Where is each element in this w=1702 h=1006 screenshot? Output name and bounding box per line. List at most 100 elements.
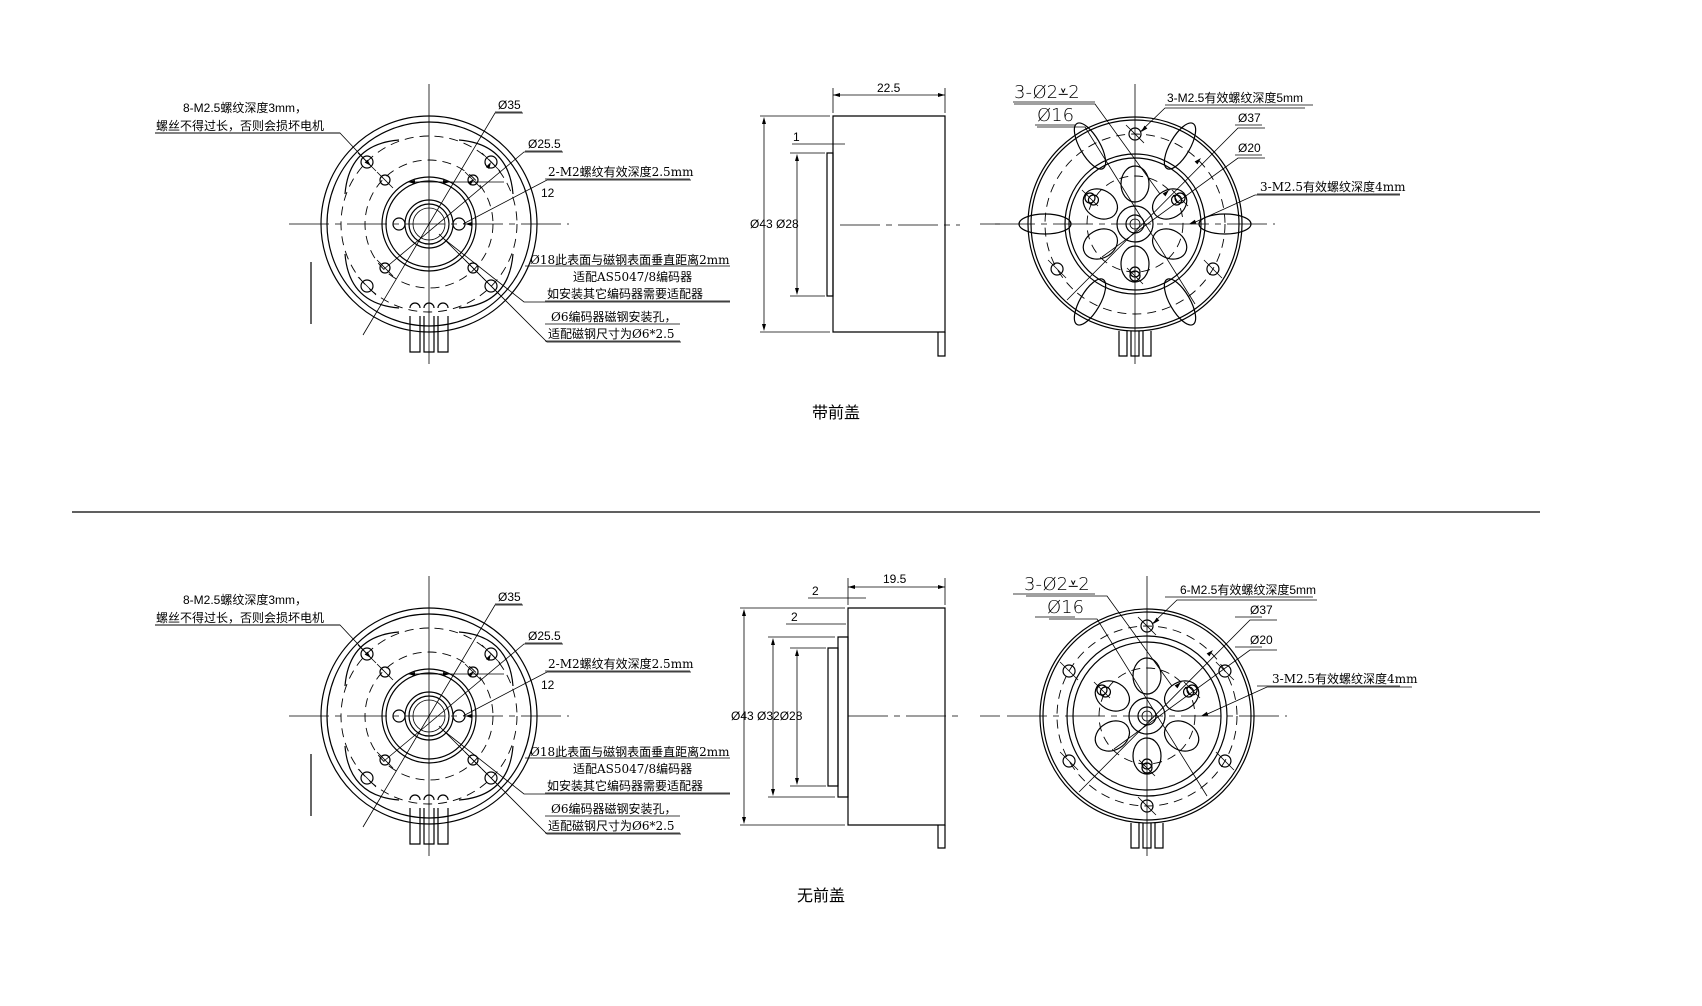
- housing-inner: [326, 121, 532, 327]
- m2-5-hole: [379, 666, 391, 678]
- leader-line: [383, 643, 563, 762]
- lead-wire: [937, 332, 946, 357]
- web-slot: [344, 745, 400, 801]
- m2-5-hole: [484, 279, 498, 293]
- lead-wire-end: [423, 794, 435, 801]
- leader-line: [1014, 103, 1161, 195]
- housing-outer: [1027, 116, 1243, 332]
- line: [1215, 751, 1235, 771]
- bolt-circle-25-5: [364, 651, 494, 781]
- geometry-layer: [155, 84, 1412, 856]
- web-slot: [458, 631, 514, 687]
- magnet-note-2: 适配磁钢尺寸为Ø6*2.5: [548, 818, 675, 833]
- web-slot: [344, 631, 400, 687]
- m2-5-hole: [360, 279, 374, 293]
- magnet-note-1: Ø6编码器磁钢安装孔，: [551, 309, 676, 324]
- lead-wire: [423, 808, 435, 845]
- m2-5-outer-hole: [1140, 619, 1154, 633]
- rotor-ring-inner: [1072, 641, 1222, 791]
- lead-wire: [1130, 823, 1140, 849]
- bolt-circle-35: [340, 627, 518, 805]
- magnet-hole: [412, 699, 446, 733]
- motor-body: [832, 115, 946, 333]
- pin-hole-2: [1170, 194, 1183, 206]
- inner-thread-note: 3-M2.5有效螺纹深度4mm: [1260, 179, 1406, 194]
- rotor-step: [837, 636, 849, 798]
- leader-line: [362, 604, 523, 828]
- dim-diameters: Ø43 Ø28: [750, 217, 799, 231]
- web-slot: [1163, 278, 1197, 326]
- m2-5-outer-hole: [1128, 127, 1142, 141]
- shaft-center: [1141, 710, 1153, 722]
- arrowhead: [465, 714, 472, 718]
- housing-outer: [320, 607, 538, 825]
- lead-wire: [423, 316, 435, 353]
- outer-thread-note: 3-M2.5有效螺纹深度5mm: [1167, 90, 1303, 105]
- m2-5-outer-hole: [1206, 262, 1220, 276]
- encoder-note-2: 适配AS5047/8编码器: [573, 761, 692, 776]
- line: [357, 276, 377, 296]
- m2-5-outer-hole: [1218, 754, 1232, 768]
- housing-outer: [320, 115, 538, 333]
- caption-with-cover: 带前盖: [812, 403, 860, 422]
- leader-line: [1190, 194, 1400, 225]
- motor-body: [847, 607, 946, 826]
- lead-wire: [1142, 823, 1152, 849]
- arrowhead: [1194, 158, 1201, 165]
- leader-line: [438, 233, 681, 343]
- arrowhead: [465, 222, 472, 226]
- leader-line: [1049, 618, 1208, 797]
- arrowhead: [742, 609, 746, 616]
- m2-hole: [392, 217, 406, 231]
- housing-outer: [1039, 608, 1255, 824]
- lead-wire: [1154, 823, 1164, 849]
- rotor-ring: [1066, 635, 1228, 797]
- m2-5-hole: [360, 771, 374, 785]
- shaft-inner: [408, 203, 450, 245]
- dim-dia-16: Ø16: [1047, 597, 1084, 618]
- m2-5-outer-hole: [1062, 754, 1076, 768]
- lead-wire: [409, 808, 421, 845]
- leader-line: [1101, 157, 1265, 258]
- cooling-lobe: [1082, 228, 1119, 260]
- line: [1137, 616, 1157, 636]
- dim-dia-35: Ø35: [498, 98, 521, 112]
- lead-wire: [409, 316, 421, 353]
- dim-step: 1: [793, 130, 800, 144]
- arrowhead: [848, 585, 855, 589]
- arrowhead: [485, 162, 491, 170]
- dim-length: 22.5: [877, 81, 901, 95]
- hub-ring: [381, 176, 477, 272]
- dim-12: 12: [541, 678, 555, 692]
- leader-line: [362, 112, 523, 336]
- dim-dia-20: Ø20: [1250, 633, 1273, 647]
- web-slot: [344, 253, 400, 309]
- arrowhead: [762, 324, 766, 331]
- hub-ring: [381, 668, 477, 764]
- arrowhead: [408, 672, 415, 676]
- dim-step: 2: [791, 610, 798, 624]
- arrowhead: [364, 651, 371, 658]
- cooling-lobe: [1120, 245, 1150, 283]
- screw-note-2: 螺丝不得过长，否则会损坏电机: [156, 610, 324, 625]
- m2-5-hole: [360, 647, 374, 661]
- m2-hole: [392, 709, 406, 723]
- magnet-note-2: 适配磁钢尺寸为Ø6*2.5: [548, 326, 675, 341]
- lead-wire-end: [423, 302, 435, 309]
- arrowhead: [1141, 125, 1148, 132]
- bolt-circle-25-5: [364, 159, 494, 289]
- leader-line: [443, 730, 730, 795]
- m2-5-hole: [467, 666, 479, 678]
- rotor-ring-inner: [1068, 157, 1202, 291]
- leader-line: [443, 238, 730, 303]
- m2-5-hole: [1129, 270, 1141, 282]
- arrowhead: [742, 817, 746, 824]
- arrowhead: [795, 288, 799, 295]
- rotor-ring: [1064, 153, 1206, 295]
- pin-hole-2: [1141, 758, 1153, 770]
- arrowhead: [795, 778, 799, 785]
- shaft-center: [1129, 218, 1141, 230]
- encoder-note-1: Ø18此表面与磁钢表面垂直距离2mm: [530, 744, 730, 759]
- leader-line: [155, 132, 372, 167]
- cooling-lobe: [1082, 188, 1119, 220]
